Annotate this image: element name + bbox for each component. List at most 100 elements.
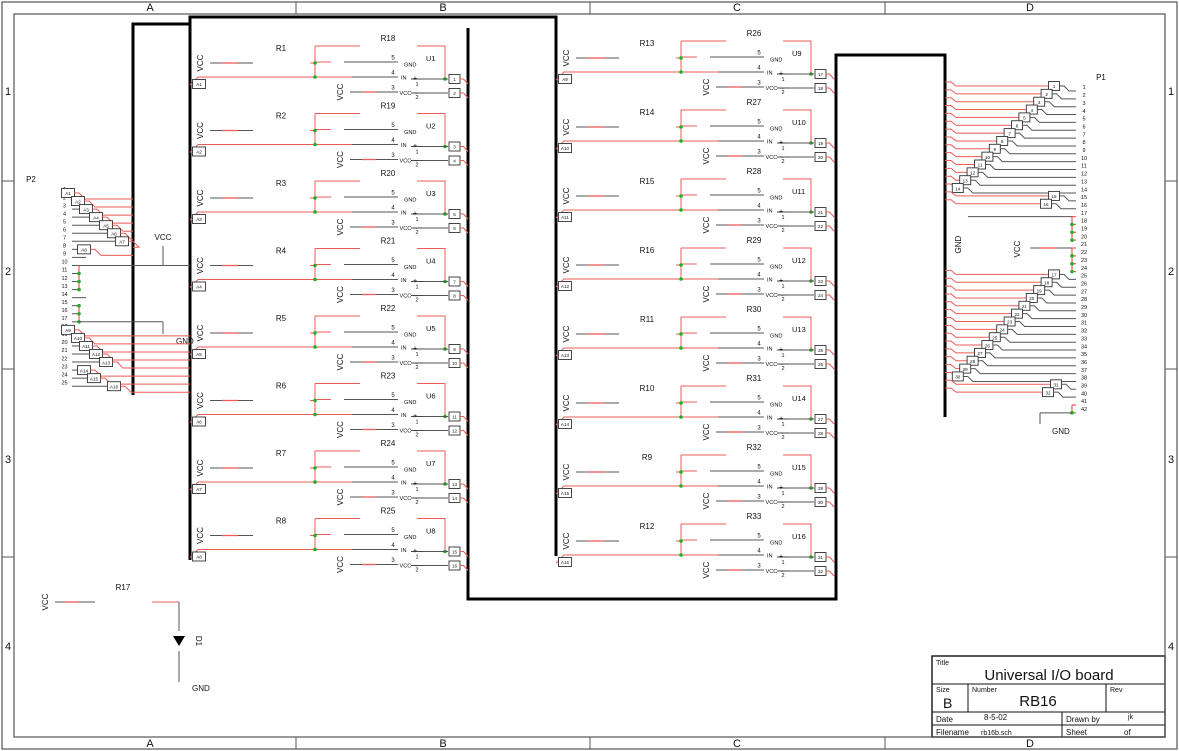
- net-label-output[interactable]: 15: [448, 546, 461, 557]
- vcc-symbol[interactable]: VCC: [702, 354, 716, 371]
- vcc-symbol[interactable]: VCC: [336, 151, 350, 168]
- vcc-symbol[interactable]: VCC: [196, 189, 210, 206]
- net-label-output[interactable]: 13: [448, 479, 461, 489]
- vcc-symbol[interactable]: VCC: [702, 423, 716, 440]
- vcc-symbol[interactable]: VCC: [41, 593, 55, 610]
- resistor-R10[interactable]: R10: [619, 384, 676, 407]
- net-label-output[interactable]: 23: [814, 276, 827, 286]
- connector-p2[interactable]: P212345678910111213141516171819202122232…: [25, 175, 194, 393]
- vcc-symbol[interactable]: VCC: [196, 257, 210, 274]
- resistor-R15[interactable]: R15: [619, 177, 676, 200]
- resistor-R3[interactable]: R3: [253, 179, 310, 202]
- net-label-output[interactable]: 20: [814, 152, 827, 162]
- resistor-R33[interactable]: R33: [726, 512, 783, 528]
- capacitor[interactable]: [695, 121, 710, 131]
- net-label-output[interactable]: 17: [814, 69, 827, 79]
- resistor-R24[interactable]: R24: [360, 439, 417, 455]
- resistor-R2[interactable]: R2: [253, 112, 310, 135]
- vcc-symbol[interactable]: VCC: [336, 421, 350, 438]
- resistor-R6[interactable]: R6: [253, 382, 310, 405]
- resistor-R30[interactable]: R30: [726, 305, 783, 321]
- net-label-input[interactable]: A13: [558, 350, 572, 360]
- net-label-input[interactable]: A3: [192, 214, 206, 224]
- net-label-output[interactable]: 31: [814, 552, 827, 562]
- resistor-R12[interactable]: R12: [619, 522, 676, 545]
- net-label-input[interactable]: A8: [192, 551, 206, 562]
- resistor-R26[interactable]: R26: [726, 29, 783, 45]
- vcc-symbol[interactable]: VCC: [702, 78, 716, 95]
- net-label-output[interactable]: 3: [448, 141, 461, 152]
- net-label-output[interactable]: 18: [814, 83, 827, 93]
- net-label-output[interactable]: 1: [448, 74, 461, 84]
- net-label-output[interactable]: 5: [448, 209, 461, 219]
- net-label-input[interactable]: A8: [77, 244, 91, 255]
- capacitor[interactable]: [695, 466, 710, 476]
- resistor-R14[interactable]: R14: [619, 108, 676, 131]
- net-label-input[interactable]: A10: [558, 143, 572, 153]
- vcc-symbol[interactable]: VCC: [562, 187, 576, 204]
- net-label-output[interactable]: 22: [814, 221, 827, 231]
- vcc-symbol[interactable]: VCC: [562, 532, 576, 549]
- vcc-symbol[interactable]: VCC: [196, 324, 210, 341]
- net-label-output[interactable]: 28: [814, 428, 827, 438]
- vcc-symbol[interactable]: VCC: [702, 147, 716, 164]
- resistor-R9[interactable]: R9: [619, 453, 676, 476]
- resistor-R21[interactable]: R21: [360, 237, 417, 253]
- vcc-symbol[interactable]: VCC: [1013, 240, 1028, 257]
- capacitor[interactable]: [695, 259, 710, 269]
- capacitor[interactable]: [329, 327, 344, 337]
- vcc-symbol[interactable]: VCC: [336, 83, 350, 100]
- resistor-R5[interactable]: R5: [253, 314, 310, 337]
- vcc-symbol[interactable]: VCC: [336, 353, 350, 370]
- resistor-R19[interactable]: R19: [360, 102, 417, 118]
- capacitor[interactable]: [329, 395, 344, 405]
- led-D1[interactable]: D1: [169, 631, 203, 661]
- gnd-symbol[interactable]: GND: [1030, 426, 1070, 436]
- net-label-input[interactable]: A15: [87, 373, 101, 384]
- resistor-R23[interactable]: R23: [360, 372, 417, 388]
- net-label-input[interactable]: A1: [192, 79, 206, 89]
- vcc-symbol[interactable]: VCC: [562, 394, 576, 411]
- net-label-input[interactable]: A14: [558, 419, 572, 429]
- resistor-R16[interactable]: R16: [619, 246, 676, 269]
- resistor-R7[interactable]: R7: [253, 449, 310, 472]
- vcc-symbol[interactable]: VCC: [196, 392, 210, 409]
- net-label-output[interactable]: 10: [448, 358, 461, 368]
- resistor-R17[interactable]: R17: [95, 583, 152, 606]
- capacitor[interactable]: [695, 328, 710, 338]
- vcc-symbol[interactable]: VCC: [336, 556, 350, 573]
- net-label-output[interactable]: 9: [448, 344, 461, 354]
- vcc-symbol[interactable]: VCC: [562, 325, 576, 342]
- net-label-output[interactable]: 25: [814, 345, 827, 355]
- resistor-R1[interactable]: R1: [253, 44, 310, 67]
- net-label-output[interactable]: 19: [814, 138, 827, 148]
- net-label-input[interactable]: A13: [99, 357, 113, 367]
- net-label-input[interactable]: A15: [558, 488, 572, 498]
- vcc-symbol[interactable]: VCC: [562, 463, 576, 480]
- connector-p1[interactable]: P112345678910111213141516171819202122232…: [945, 73, 1124, 436]
- net-label-input[interactable]: A11: [558, 212, 572, 222]
- net-label-output[interactable]: 16: [448, 560, 461, 571]
- vcc-symbol[interactable]: VCC: [196, 54, 210, 71]
- net-label-output[interactable]: 2: [448, 88, 461, 98]
- resistor-R18[interactable]: R18: [360, 34, 417, 50]
